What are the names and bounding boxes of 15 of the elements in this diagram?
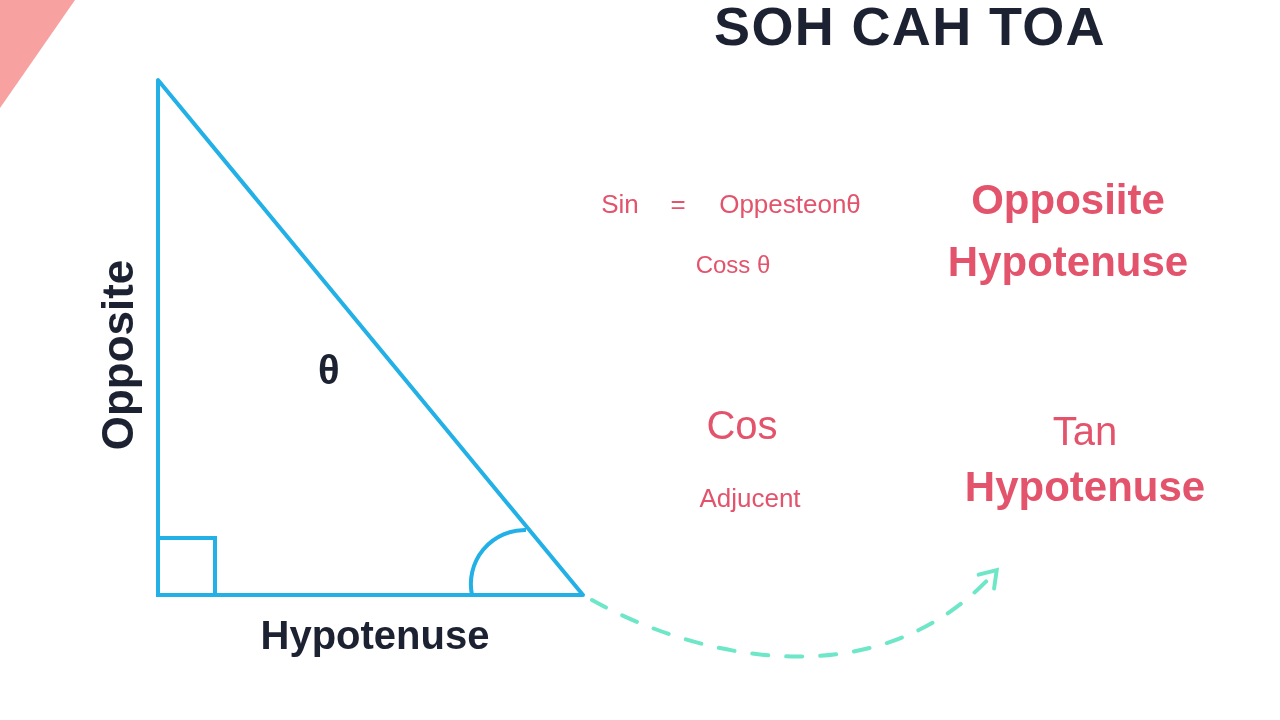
ratio-denominator: Hypotenuse xyxy=(964,462,1206,512)
ratio-numerator: Opposiite xyxy=(971,179,1165,221)
ratio-text: Oppesteonθ xyxy=(719,191,861,217)
curved-arrow xyxy=(590,568,999,659)
function-name: Tan xyxy=(1052,408,1118,455)
function-name: Sin xyxy=(601,191,639,217)
angle-symbol: θ xyxy=(318,348,340,392)
equals-sign: = xyxy=(670,191,686,217)
side-label: Opposite xyxy=(96,259,140,451)
ratio-denominator: Hypotenuse xyxy=(947,241,1189,283)
function-name: Coss θ xyxy=(695,253,771,277)
side-label: Hypotenuse xyxy=(260,615,490,655)
function-name: Cos xyxy=(706,405,778,445)
side-label: Adjucent xyxy=(699,485,801,511)
title: SOH CAH TOA xyxy=(713,0,1107,56)
